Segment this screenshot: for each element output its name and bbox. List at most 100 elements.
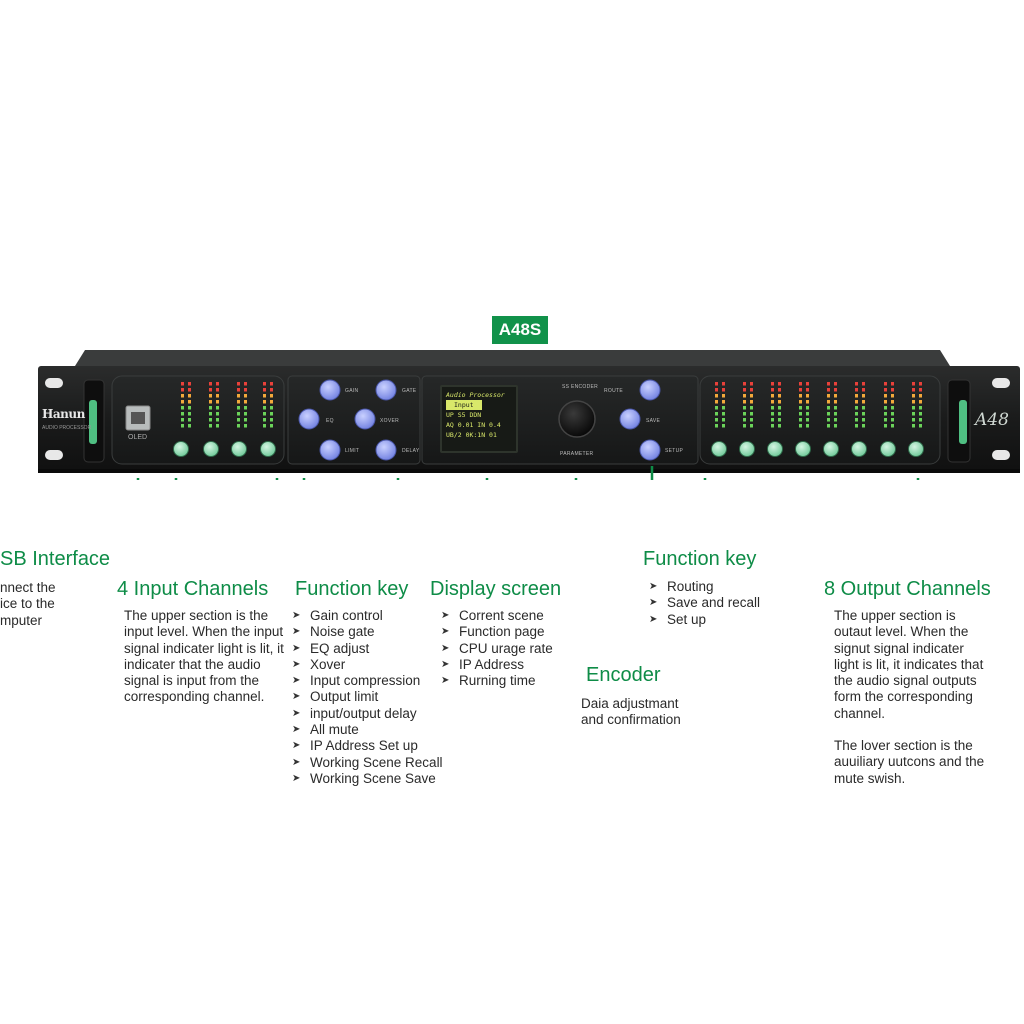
meter-led — [750, 412, 753, 416]
meter-led — [912, 424, 915, 428]
arrow-icon: ➤ — [441, 675, 450, 687]
meter-led — [244, 418, 247, 422]
input-mute-button-3[interactable] — [231, 441, 247, 457]
meter-led — [209, 424, 212, 428]
output-mute-button-3[interactable] — [767, 441, 783, 457]
meter-led — [806, 424, 809, 428]
output-meter-7a — [884, 382, 887, 428]
meter-led — [862, 382, 865, 386]
meter-led — [216, 412, 219, 416]
meter-led — [188, 412, 191, 416]
meter-led — [263, 412, 266, 416]
list-item: ➤Set up — [649, 611, 707, 627]
meter-led — [263, 400, 266, 404]
output-channels-desc-2: The lover section is the auuiliary uutco… — [834, 738, 985, 786]
fkey-label-gain: GAIN — [345, 388, 359, 394]
meter-led — [715, 400, 718, 404]
meter-led — [778, 418, 781, 422]
input-meter-4b — [270, 382, 273, 428]
meter-led — [912, 412, 915, 416]
meter-led — [244, 382, 247, 386]
save-button[interactable] — [619, 408, 641, 430]
meter-led — [919, 406, 922, 410]
meter-led — [181, 388, 184, 392]
lcd-line: Input — [446, 400, 482, 410]
meter-led — [778, 382, 781, 386]
delay-button[interactable] — [375, 439, 397, 461]
output-mute-button-8[interactable] — [908, 441, 924, 457]
encoder-bottom-label: PARAMETER — [560, 451, 594, 457]
meter-led — [891, 394, 894, 398]
route-button[interactable] — [639, 379, 661, 401]
meter-led — [855, 412, 858, 416]
display-screen-list: ➤Corrent scene ➤Function page ➤CPU urage… — [441, 608, 553, 689]
output-mute-button-6[interactable] — [851, 441, 867, 457]
meter-led — [827, 406, 830, 410]
meter-led — [263, 388, 266, 392]
limit-button[interactable] — [319, 439, 341, 461]
meter-led — [778, 394, 781, 398]
eq-button[interactable] — [298, 408, 320, 430]
list-item: ➤CPU urage rate — [441, 640, 553, 656]
meter-led — [827, 394, 830, 398]
arrow-icon: ➤ — [292, 626, 301, 638]
rack-hole — [45, 450, 63, 460]
input-meter-3b — [244, 382, 247, 428]
input-channels-desc: The upper section is the input level. Wh… — [124, 608, 284, 705]
meter-led — [722, 412, 725, 416]
output-mute-button-5[interactable] — [823, 441, 839, 457]
meter-led — [715, 418, 718, 422]
gate-button[interactable] — [375, 379, 397, 401]
meter-led — [237, 394, 240, 398]
meter-led — [181, 400, 184, 404]
meter-led — [270, 394, 273, 398]
meter-led — [806, 406, 809, 410]
gain-button[interactable] — [319, 379, 341, 401]
output-mute-button-1[interactable] — [711, 441, 727, 457]
callout-usb — [136, 478, 140, 480]
meter-led — [912, 394, 915, 398]
meter-led — [270, 382, 273, 386]
meter-led — [188, 418, 191, 422]
output-meter-3b — [778, 382, 781, 428]
meter-led — [188, 406, 191, 410]
output-mute-button-4[interactable] — [795, 441, 811, 457]
display-screen-title: Display screen — [430, 578, 562, 600]
lcd-line: UP S5 DDN — [446, 411, 482, 419]
input-mute-button-2[interactable] — [203, 441, 219, 457]
meter-led — [919, 424, 922, 428]
function-key-left-title: Function key — [295, 578, 409, 600]
xover-button[interactable] — [354, 408, 376, 430]
arrow-icon: ➤ — [292, 642, 301, 654]
encoder-top-label: SS ENCODER — [562, 384, 599, 390]
output-mute-button-2[interactable] — [739, 441, 755, 457]
meter-led — [743, 424, 746, 428]
meter-led — [891, 388, 894, 392]
meter-led — [884, 406, 887, 410]
fkey-label-route: ROUTE — [604, 388, 623, 394]
meter-led — [181, 418, 184, 422]
meter-led — [237, 388, 240, 392]
setup-button[interactable] — [639, 439, 661, 461]
meter-led — [188, 424, 191, 428]
meter-led — [244, 424, 247, 428]
meter-led — [722, 394, 725, 398]
arrow-icon: ➤ — [292, 691, 301, 703]
meter-led — [799, 382, 802, 386]
output-meter-4a — [799, 382, 802, 428]
input-mute-button-1[interactable] — [173, 441, 189, 457]
meter-led — [188, 382, 191, 386]
output-mute-button-7[interactable] — [880, 441, 896, 457]
meter-led — [209, 394, 212, 398]
meter-led — [244, 412, 247, 416]
meter-led — [778, 424, 781, 428]
meter-led — [209, 418, 212, 422]
meter-led — [715, 382, 718, 386]
meter-led — [771, 388, 774, 392]
input-mute-button-4[interactable] — [260, 441, 276, 457]
function-key-left-list: ➤Gain control ➤Noise gate ➤EQ adjust ➤Xo… — [292, 608, 443, 787]
meter-led — [743, 394, 746, 398]
output-meter-1a — [715, 382, 718, 428]
arrow-icon: ➤ — [292, 740, 301, 752]
meter-led — [270, 412, 273, 416]
